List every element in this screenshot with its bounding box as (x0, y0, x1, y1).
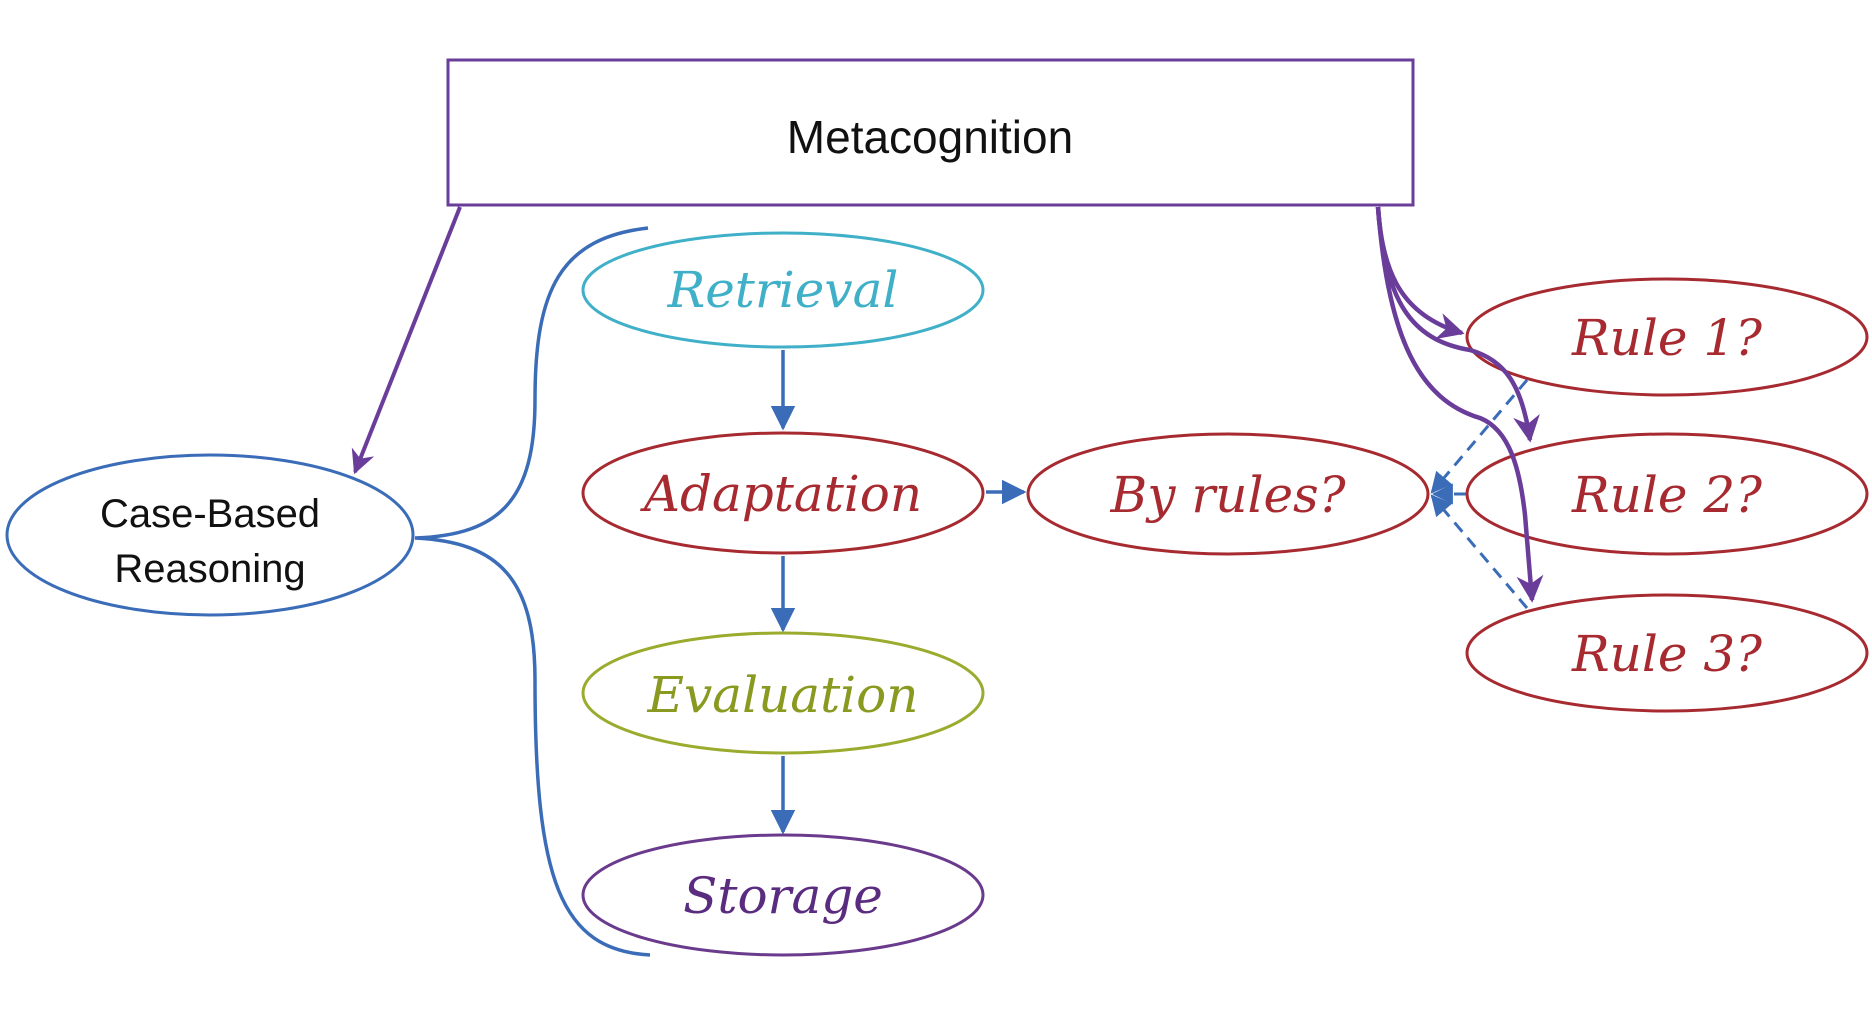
storage-label: Storage (683, 867, 883, 925)
rule1-label: Rule 1? (1571, 309, 1763, 367)
rule2-node (1465, 432, 1869, 556)
evaluation-label: Evaluation (647, 666, 919, 724)
cbr-label-line1: Case-Based (100, 492, 320, 536)
rule3-label: Rule 3? (1571, 625, 1763, 683)
rule3-node (1465, 593, 1869, 713)
cbr-label-line2: Reasoning (114, 547, 305, 591)
adaptation-label: Adaptation (640, 465, 922, 523)
retrieval-node (581, 231, 985, 349)
meta-to-rule1-arrow (1375, 206, 1465, 340)
byrules-label: By rules? (1109, 466, 1346, 524)
rule3-to-byrules-dashed-arrow (1430, 494, 1529, 609)
rule1-node (1465, 277, 1869, 397)
meta-to-rule3-arrow (1375, 206, 1544, 603)
byrules-node (1026, 432, 1430, 556)
storage-node (581, 833, 985, 957)
meta-to-cbr-arrow (351, 206, 462, 475)
metacognition-label: Metacognition (787, 111, 1073, 163)
retrieval-label: Retrieval (667, 261, 899, 319)
metacognition-box (446, 58, 1415, 207)
rule2-label: Rule 2? (1571, 466, 1763, 524)
rule1-to-byrules-dashed-arrow (1430, 379, 1529, 494)
meta-to-rule2-arrow (1375, 206, 1540, 443)
evaluation-node (581, 631, 985, 755)
cbr-node (5, 453, 415, 617)
adaptation-node (581, 431, 985, 555)
cbr-brace (414, 226, 651, 957)
